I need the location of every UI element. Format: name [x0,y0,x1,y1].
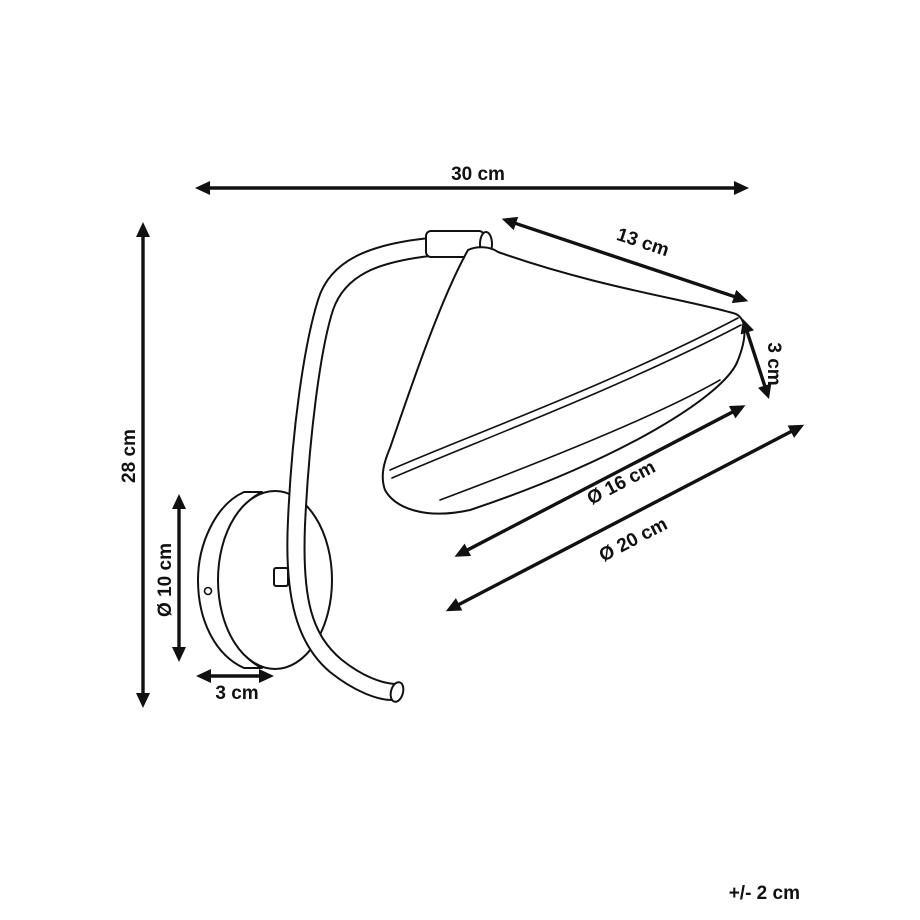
width-label: 30 cm [451,164,505,185]
inner-diameter-arrow [454,405,746,557]
wall-lamp-illustration [197,230,746,703]
base-diameter-label: Ø 10 cm [155,543,176,617]
shade-height-arrow [740,319,772,399]
outer-diameter-arrow [445,424,805,612]
lamp-shade [381,246,746,515]
base-diameter-arrow [172,494,186,662]
width-arrow [195,181,749,195]
dimension-arrows [136,181,805,708]
shade-length-label: 13 cm [614,224,672,261]
height-arrow [136,222,150,708]
shade-height-label: 3 cm [763,342,784,385]
base-depth-label: 3 cm [215,683,258,704]
height-label: 28 cm [119,429,140,483]
outer-diameter-label: Ø 20 cm [596,514,671,567]
shade-length-arrow [501,216,749,304]
tolerance-note: +/- 2 cm [729,883,800,904]
base-depth-arrow [196,669,274,683]
